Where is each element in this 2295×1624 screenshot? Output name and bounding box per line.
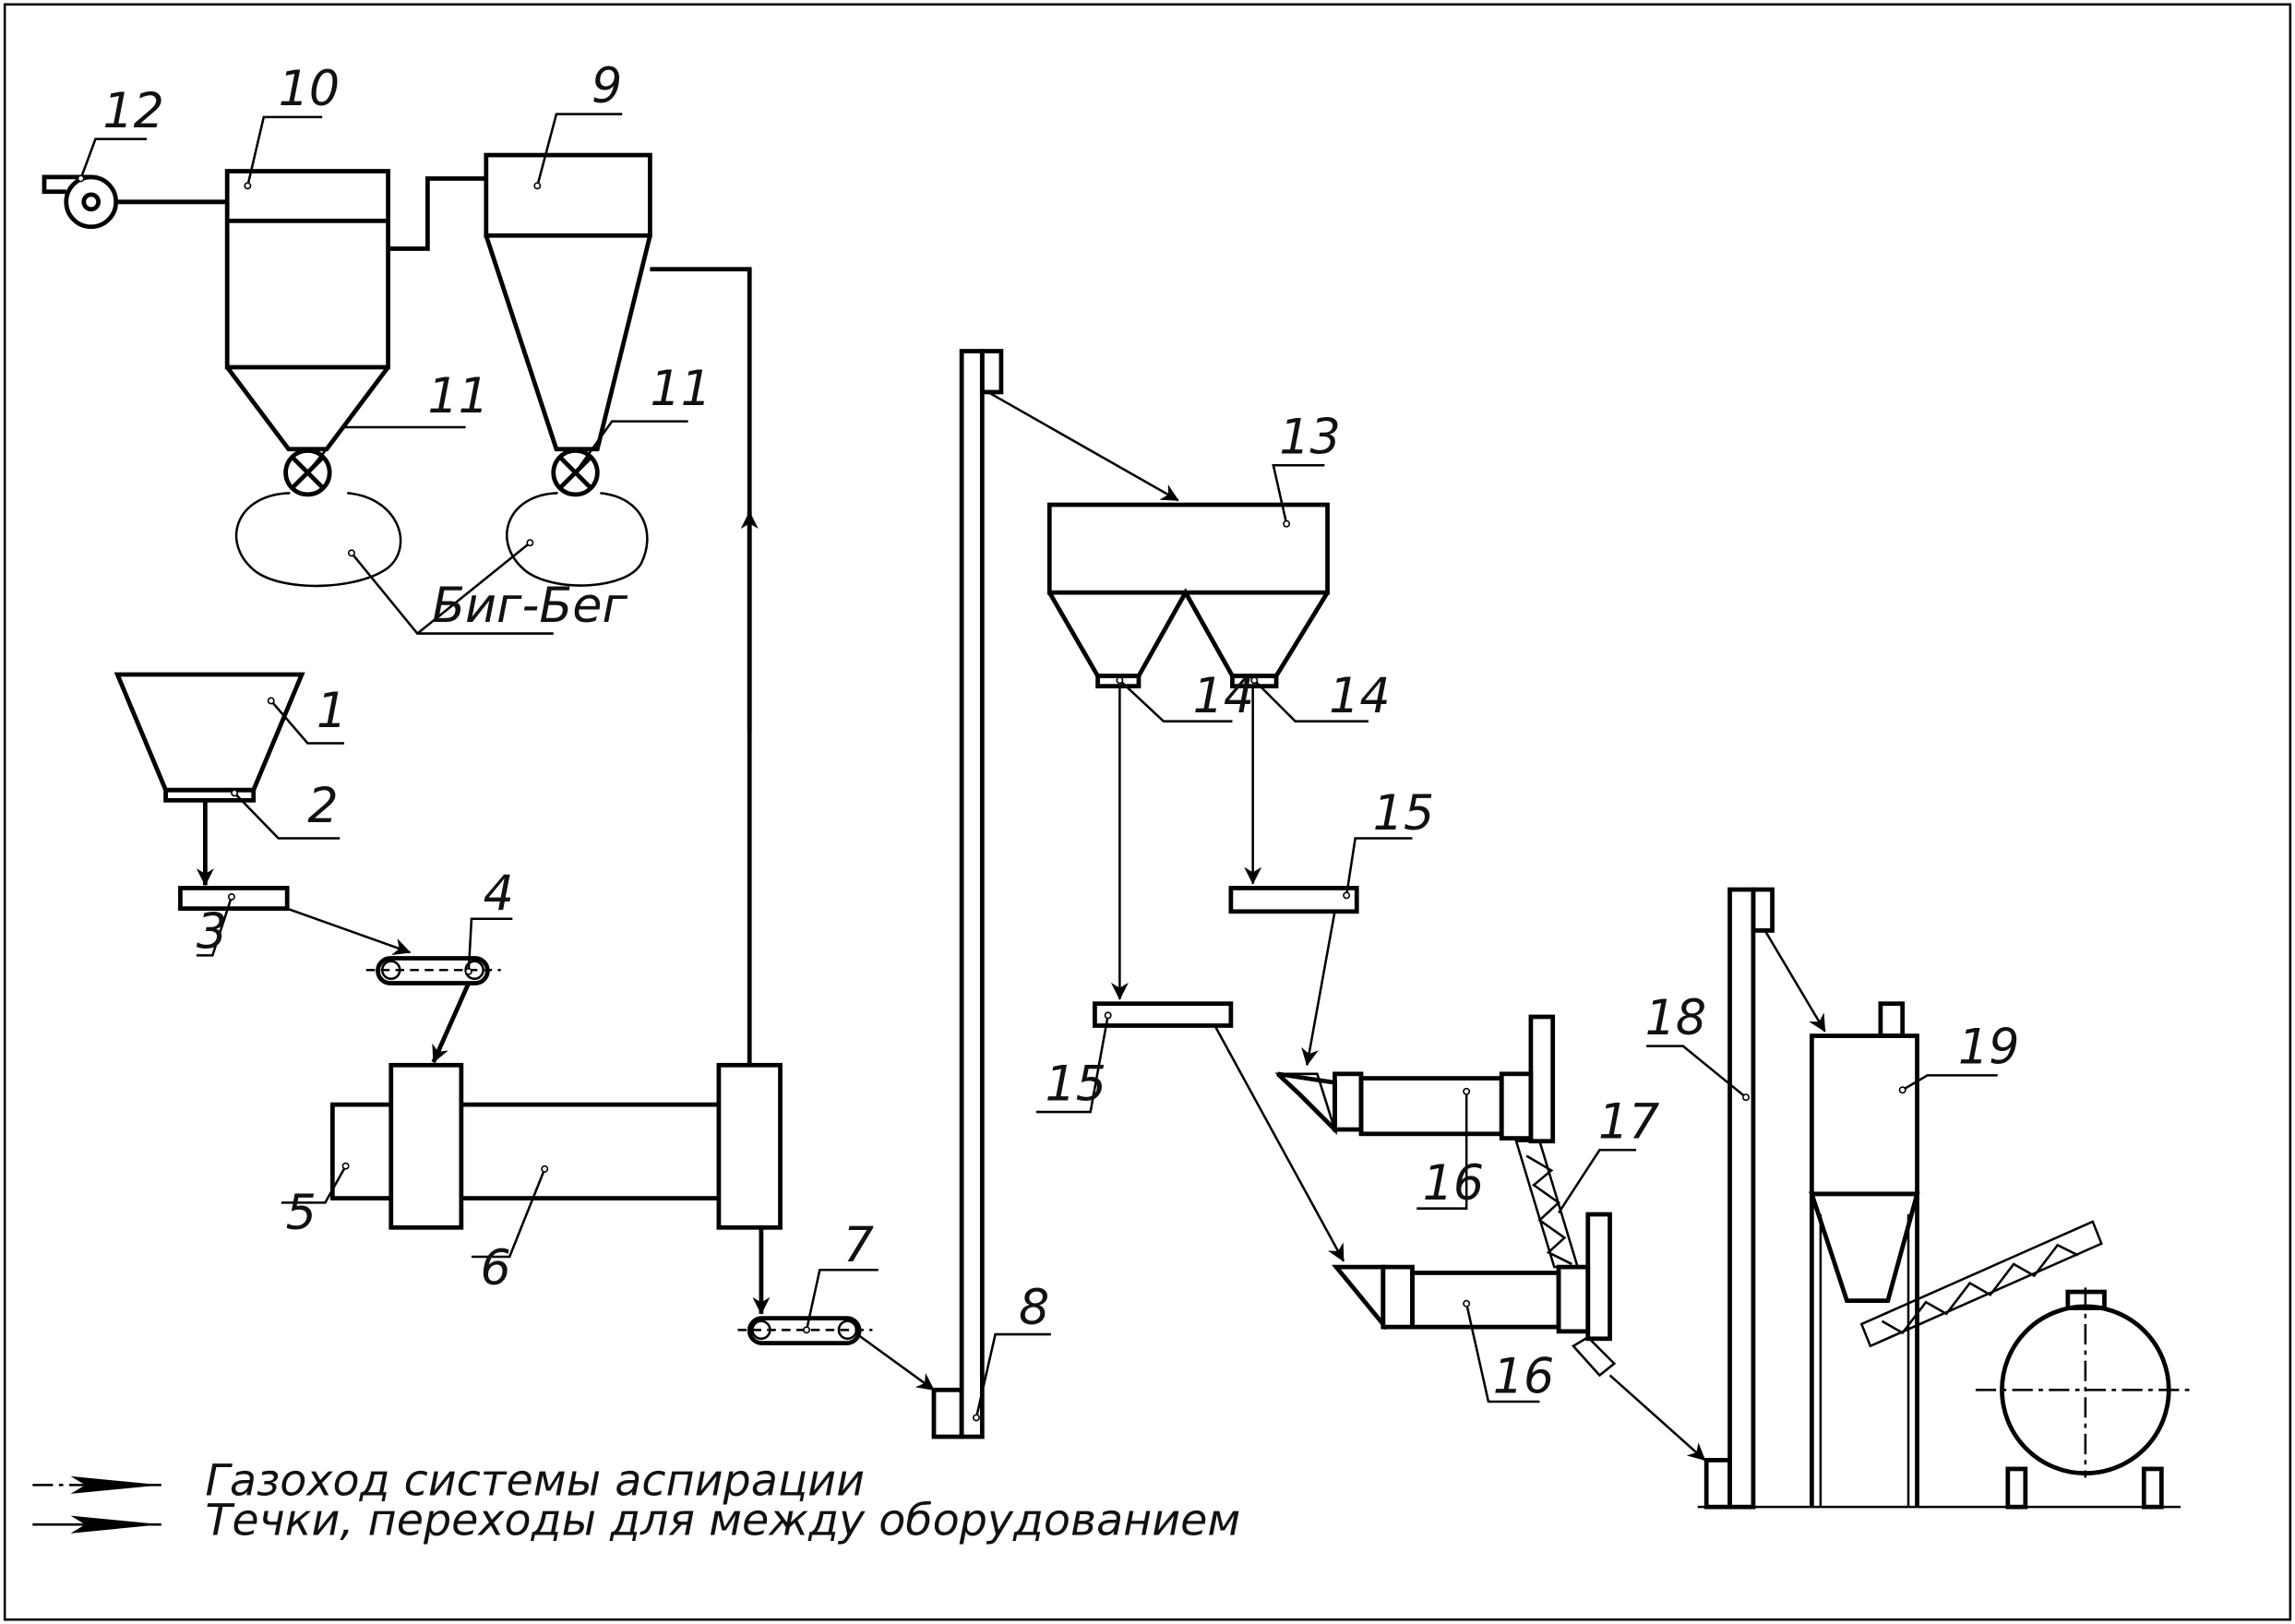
label-14b: 14 (1329, 668, 1391, 724)
bucket-elevator-8 (931, 349, 1004, 1439)
rotary-dryer-6 (329, 1062, 783, 1230)
inclined-screw-conveyor (1859, 1220, 2103, 1348)
silo-19 (1809, 1001, 1920, 1508)
feeder-2 (163, 787, 257, 803)
arrow-18-19 (1763, 929, 1826, 1033)
rotary-valve-11b (551, 448, 600, 497)
feeder-3 (178, 886, 290, 912)
label-3: 3 (197, 903, 227, 960)
big-bag-left (234, 492, 402, 588)
label-7: 7 (843, 1217, 874, 1273)
big-bag-right (506, 492, 649, 587)
label-9: 9 (592, 58, 622, 114)
label-8: 8 (1019, 1280, 1049, 1336)
label-4: 4 (484, 866, 514, 922)
label-12: 12 (102, 83, 164, 139)
label-17: 17 (1598, 1094, 1660, 1151)
label-15a: 15 (1373, 785, 1435, 842)
mill-16a (1274, 1014, 1556, 1144)
drawing-frame (3, 3, 2292, 1621)
bucket-elevator-18 (1703, 887, 1775, 1510)
arrow-17-18 (1608, 1374, 1706, 1462)
legend-aspiration: Газоход системы аспирации (205, 1455, 865, 1506)
leader-lines (79, 113, 1998, 1418)
legend: Газоход системы аспирации Течки, переход… (32, 1455, 1240, 1546)
label-16b: 16 (1493, 1348, 1555, 1404)
big-bag-label: Биг-Бег (432, 578, 628, 634)
label-16a: 16 (1423, 1155, 1485, 1212)
arrow-3-4 (286, 907, 412, 956)
screw-conveyor-17 (1514, 1140, 1617, 1378)
label-10: 10 (279, 61, 341, 117)
label-6: 6 (480, 1240, 510, 1296)
label-11a: 11 (427, 368, 489, 424)
bunker-13 (1046, 502, 1330, 689)
belt-conveyor-4 (365, 956, 501, 985)
tank-car (1975, 1287, 2195, 1510)
arrow-15a-16a (1301, 911, 1336, 1067)
exhaust-fan-12 (42, 174, 228, 230)
big-bag-leader (350, 542, 554, 636)
arrow-15b-16b (1213, 1024, 1345, 1262)
label-5: 5 (286, 1185, 317, 1241)
feeder-15b (1093, 1001, 1234, 1028)
label-13: 13 (1279, 410, 1341, 466)
arrow-7-8 (858, 1334, 935, 1391)
label-19: 19 (1958, 1020, 2020, 1076)
feeder-15a (1228, 886, 1359, 914)
label-2: 2 (307, 778, 338, 834)
label-11b: 11 (650, 361, 711, 417)
label-1: 1 (317, 683, 347, 739)
legend-chutes: Течки, переходы для между оборудованием (205, 1495, 1240, 1546)
label-15b: 15 (1046, 1056, 1107, 1112)
mill-16b (1332, 1212, 1612, 1342)
arrow-4-6 (431, 982, 471, 1064)
label-18: 18 (1645, 990, 1707, 1046)
hopper-1 (114, 672, 305, 793)
label-14a: 14 (1193, 668, 1255, 724)
leader-dots (77, 174, 1907, 1422)
arrow-8-13 (987, 390, 1179, 502)
